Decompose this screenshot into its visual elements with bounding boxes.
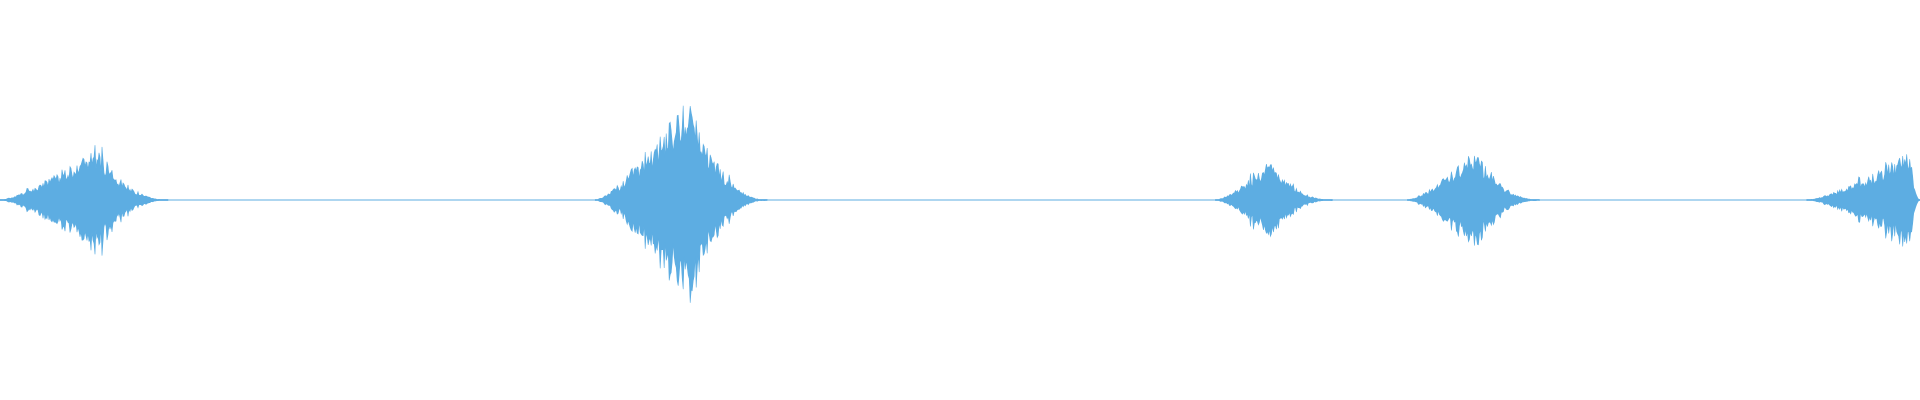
waveform-bursts (0, 105, 1920, 303)
waveform-burst-5 (1806, 154, 1920, 247)
waveform-burst-2 (594, 105, 768, 303)
waveform-burst-1 (0, 145, 169, 256)
waveform-burst-4 (1407, 155, 1540, 246)
waveform-burst-3 (1215, 164, 1333, 238)
